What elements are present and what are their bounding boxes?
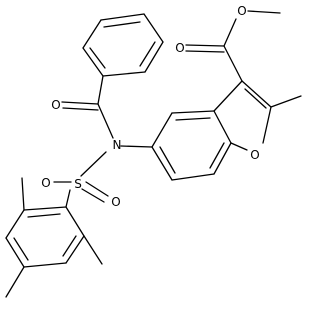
bond bbox=[120, 145, 153, 148]
bond bbox=[241, 80, 272, 108]
sulfonyl-group bbox=[53, 151, 109, 208]
aromatic-inner-bond bbox=[103, 21, 141, 28]
atom-labels: O N S O O O O O bbox=[41, 4, 259, 209]
ester-oxygen-label: O bbox=[237, 4, 246, 18]
aromatic-inner-bond bbox=[89, 47, 106, 69]
aromatic-inner-bond bbox=[175, 117, 211, 121]
furan-oxygen-label: O bbox=[250, 148, 259, 162]
sulfonyl-oxygen-right-label: O bbox=[111, 195, 120, 209]
bond bbox=[223, 45, 243, 82]
bond bbox=[82, 47, 104, 77]
bond bbox=[65, 235, 85, 264]
bond bbox=[65, 189, 71, 208]
carbonyl-double-bond bbox=[185, 50, 225, 53]
bond bbox=[223, 18, 237, 47]
bond bbox=[5, 237, 25, 268]
sulfonyl-oxygen-left-label: O bbox=[41, 176, 50, 190]
bond bbox=[80, 151, 107, 177]
aromatic-inner-bond bbox=[159, 146, 176, 174]
furan-ring bbox=[213, 80, 302, 151]
bond bbox=[97, 75, 104, 105]
bond bbox=[213, 142, 232, 175]
chemical-structure-diagram: O N S O O O O O bbox=[5, 4, 302, 298]
sulfur-label: S bbox=[74, 177, 82, 191]
bond bbox=[151, 146, 173, 181]
ester-carbonyl-oxygen-label: O bbox=[175, 41, 184, 55]
carbonyl-double-bond bbox=[61, 101, 99, 105]
bond bbox=[82, 19, 102, 49]
bond bbox=[213, 80, 243, 112]
methyl-bond bbox=[83, 235, 103, 265]
bond bbox=[5, 209, 25, 239]
aromatic-inner-bond bbox=[27, 213, 61, 218]
carbonyl-double-bond bbox=[62, 107, 99, 111]
bond bbox=[171, 110, 215, 114]
benzoyl-phenyl-ring bbox=[82, 13, 164, 77]
mesityl-ring bbox=[5, 177, 103, 298]
aromatic-inner-bond bbox=[209, 142, 225, 169]
aromatic-inner-bond bbox=[139, 41, 156, 67]
bond bbox=[144, 41, 164, 73]
methyl-bond bbox=[247, 10, 281, 14]
bond bbox=[23, 262, 67, 268]
benzoyl-amide bbox=[61, 75, 114, 139]
methyl-ester bbox=[185, 10, 281, 82]
bond bbox=[143, 13, 164, 43]
bond bbox=[97, 103, 114, 139]
bond bbox=[100, 13, 145, 21]
bond bbox=[213, 110, 232, 144]
bond bbox=[102, 71, 146, 77]
bond bbox=[171, 173, 215, 181]
methyl-bond bbox=[270, 95, 302, 108]
methyl-bond bbox=[21, 177, 25, 211]
aromatic-inner-bond bbox=[62, 235, 77, 257]
bond bbox=[65, 206, 85, 237]
bond bbox=[230, 142, 248, 151]
carbonyl-double-bond bbox=[185, 44, 225, 47]
benzofuran-benzene-ring bbox=[151, 110, 232, 181]
carbonyl-oxygen-label: O bbox=[51, 98, 60, 112]
amide-nitrogen-label: N bbox=[113, 138, 122, 152]
bond bbox=[85, 181, 109, 197]
bond bbox=[81, 188, 105, 203]
bond bbox=[262, 106, 272, 144]
bond bbox=[23, 206, 67, 211]
aromatic-inner-bond bbox=[13, 237, 29, 261]
methyl-bond bbox=[5, 266, 25, 298]
furan-double-bond bbox=[244, 88, 267, 109]
bond bbox=[151, 112, 173, 148]
